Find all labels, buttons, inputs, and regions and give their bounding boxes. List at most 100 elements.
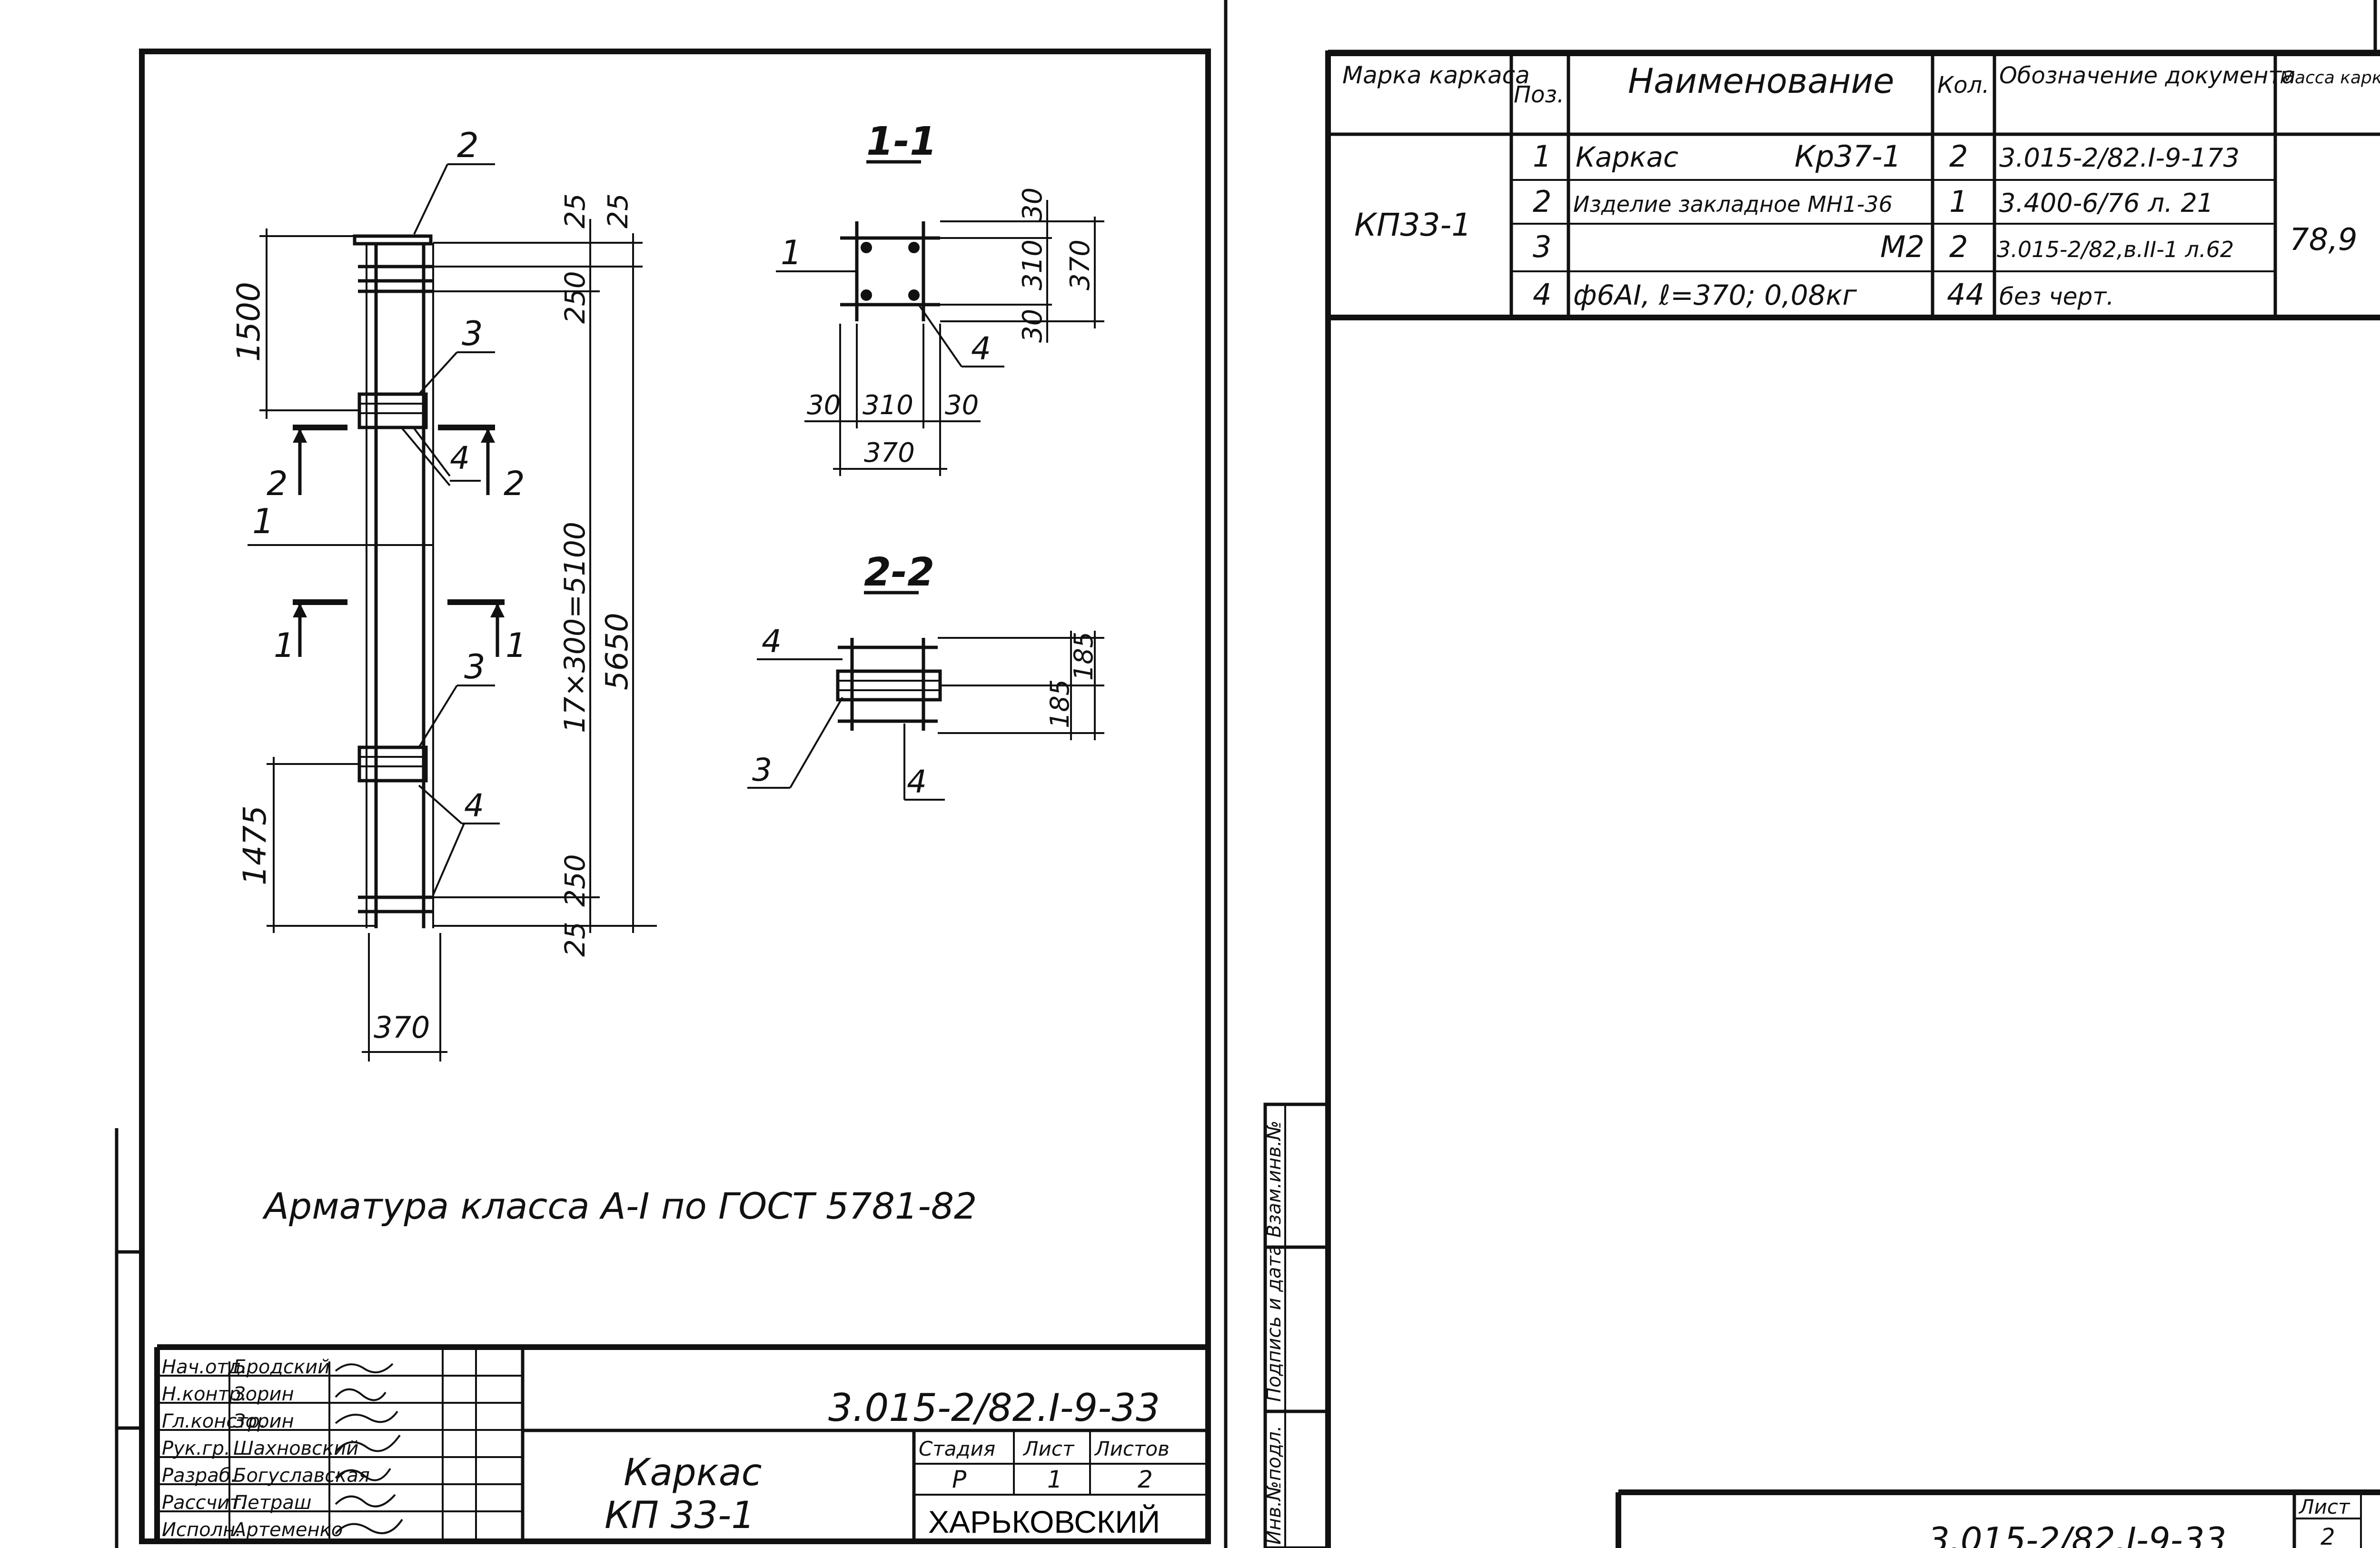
row-name: ф6АI, ℓ=370; 0,08кг (1573, 279, 1857, 311)
row-qty: 1 (1949, 184, 1968, 219)
dim-pitch: 17×300=5100 (558, 522, 592, 733)
th-pos: Поз. (1514, 81, 1564, 108)
tb-name-4: Богуславская (233, 1465, 370, 1487)
tb-name-0: Бродский (233, 1356, 330, 1378)
dim-25-bot: 25 (559, 922, 591, 957)
th-name: Наименование (1628, 61, 1894, 101)
dim-250-bot: 250 (559, 854, 591, 907)
tb-role-6: Исполн. (162, 1519, 241, 1541)
reinforcement-note: Арматура класса А-I по ГОСТ 5781-82 (262, 1185, 977, 1227)
right-code: 3.015-2/82.I-9-33 (1928, 1520, 2226, 1548)
sheet-value: 1 (1047, 1466, 1062, 1493)
embedded-plate (353, 234, 433, 246)
elevation-view: 2 3 4 3 4 1 2 2 (230, 125, 657, 1062)
dim-370-bottom: 370 (374, 1010, 430, 1045)
row-name2: М2 (1880, 229, 1924, 264)
dim-1500: 1500 (230, 282, 267, 362)
mounting-loop-lower (357, 745, 428, 783)
label-pos-3-lower: 3 (464, 647, 486, 686)
title-block: Нач.отд. Н.контр. Гл.констр. Рук.гр. Раз… (154, 1344, 1208, 1541)
dim-1475: 1475 (237, 805, 273, 885)
organization: ХАРЬКОВСКИЙ (928, 1504, 1160, 1539)
spec-mass: 78,9 (2290, 222, 2358, 258)
sheets-label: Листов (1094, 1437, 1170, 1460)
document-code: 3.015-2/82.I-9-33 (828, 1386, 1160, 1430)
tb-name-5: Петраш (233, 1492, 312, 1514)
mounting-loop-upper (357, 392, 428, 429)
section-1-1-title: 1-1 (866, 119, 937, 164)
drawing-title-1: Каркас (624, 1451, 762, 1494)
row-pos: 3 (1533, 229, 1551, 264)
drawing-title-2: КП 33-1 (605, 1494, 755, 1537)
tb-name-6: Артеменко (232, 1519, 343, 1541)
stage-value: Р (952, 1466, 967, 1493)
spec-mark: КП33-1 (1354, 207, 1471, 243)
section-2-2: 2-2 4 3 4 185 185 (747, 550, 1104, 801)
tb-role-4: Разраб. (162, 1465, 237, 1487)
section-1-1: 1-1 1 4 30 310 30 370 30 310 30 370 (776, 119, 1104, 476)
th-mass: Масса каркаса, кг (2280, 68, 2380, 88)
section-2-2-pos-4b: 4 (907, 764, 927, 800)
label-pos-4-upper: 4 (450, 440, 470, 476)
section-1-1-pos-4: 4 (971, 330, 991, 367)
sheets-value: 2 (1138, 1466, 1153, 1493)
label-pos-3-upper: 3 (462, 314, 483, 353)
dim-25-top-a: 25 (559, 193, 591, 228)
section-1-1-dim-310-v: 310 (1017, 239, 1048, 290)
sheet-label: Лист (1022, 1437, 1075, 1460)
stamp-replace-inv: Взам.инв.№ (1263, 1121, 1285, 1238)
row-pos: 2 (1533, 184, 1551, 219)
row-doc: без черт. (1999, 283, 2114, 310)
section-1-1-dim-370-h: 370 (864, 437, 915, 468)
table-row: 2 Изделие закладное МН1-36 1 3.400-6/76 … (1533, 184, 2213, 219)
table-row: 1 Каркас Кр37-1 2 3.015-2/82.I-9-173 (1533, 139, 2240, 174)
section-2-2-pos-4a: 4 (762, 623, 782, 660)
section-1-1-dim-370-v: 370 (1065, 239, 1096, 290)
row-doc: 3.400-6/76 л. 21 (1999, 188, 2213, 218)
section-2-2-pos-3: 3 (752, 752, 772, 788)
right-sheet-frame: 33 Лист 2 3.015-2/82.I-9-33 (1325, 0, 2380, 1548)
section-2-2-dim-185a: 185 (1045, 679, 1075, 728)
row-doc: 3.015-2/82,в.II-1 л.62 (1997, 237, 2234, 262)
row-name2: Кр37-1 (1795, 139, 1901, 174)
row-pos: 1 (1533, 139, 1551, 174)
label-pos-4-lower: 4 (464, 787, 484, 824)
section-2-2-dim-185b: 185 (1069, 632, 1099, 681)
spec-table: Марка каркаса Поз. Наименование Кол. Обо… (1325, 50, 2380, 320)
right-sheet-label: Лист (2298, 1495, 2350, 1518)
row-pos: 4 (1533, 277, 1551, 312)
cut-2-left: 2 (267, 464, 288, 503)
tb-role-3: Рук.гр. (162, 1438, 230, 1459)
cut-1-right: 1 (506, 626, 527, 665)
row-qty: 44 (1947, 277, 1984, 312)
row-doc: 3.015-2/82.I-9-173 (1999, 143, 2240, 173)
label-pos-1: 1 (252, 501, 274, 541)
stage-label: Стадия (919, 1437, 995, 1460)
section-1-1-dim-30-bot: 30 (1017, 309, 1048, 343)
section-1-1-dim-30-top: 30 (1017, 188, 1048, 221)
tb-name-2: Зорин (233, 1410, 294, 1432)
table-row: 4 ф6АI, ℓ=370; 0,08кг 44 без черт. (1533, 277, 2114, 312)
dim-250-top: 250 (559, 271, 591, 324)
row-name: Каркас (1576, 141, 1678, 173)
label-pos-2: 2 (457, 125, 479, 165)
dim-25-top-b: 25 (602, 193, 634, 228)
section-1-1-dim-310-h: 310 (863, 390, 913, 421)
right-sheet-number: 2 (2320, 1524, 2335, 1548)
row-qty: 2 (1949, 139, 1968, 174)
cut-1-left: 1 (274, 626, 295, 665)
tb-role-5: Рассчит. (162, 1492, 247, 1514)
th-qty: Кол. (1937, 72, 1989, 99)
table-row: 3 М2 2 3.015-2/82,в.II-1 л.62 (1533, 229, 2234, 264)
tb-role-1: Н.контр. (162, 1383, 247, 1405)
tb-role-0: Нач.отд. (162, 1356, 247, 1378)
section-1-1-dim-30-right: 30 (945, 390, 979, 421)
section-2-2-title: 2-2 (864, 550, 934, 595)
section-1-1-pos-1: 1 (781, 233, 802, 272)
cut-2-right: 2 (504, 464, 525, 503)
row-qty: 2 (1949, 229, 1968, 264)
left-sheet-frame (139, 0, 1228, 1548)
signatures (335, 1363, 403, 1535)
section-1-1-dim-30-left: 30 (807, 390, 841, 421)
